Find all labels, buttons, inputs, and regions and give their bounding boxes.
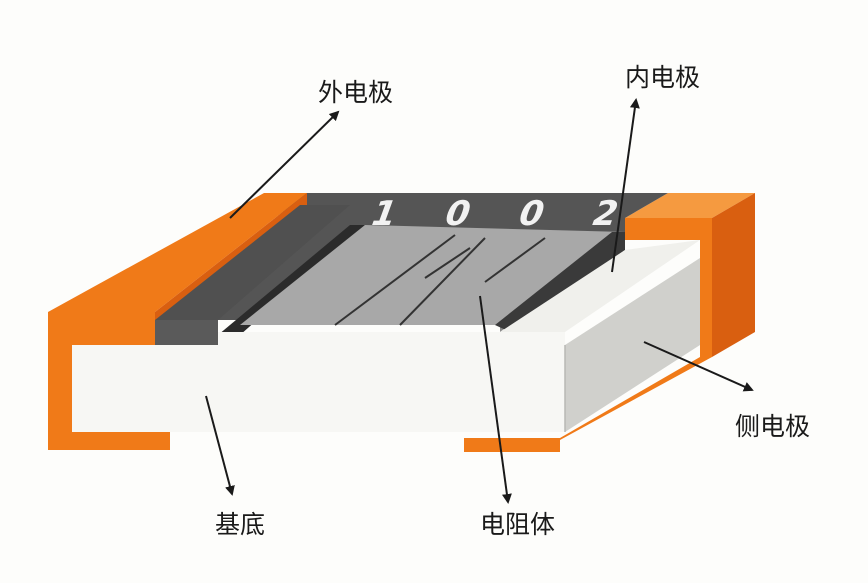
trim-line-3 (424, 247, 471, 279)
callout-arrows (205, 98, 754, 504)
arrow-substrate (205, 395, 235, 496)
outer-electrode-label: 外电极 (318, 78, 394, 107)
right-end-cap (464, 193, 755, 452)
substrate-label: 基底 (215, 510, 266, 539)
right-cap-top (625, 193, 755, 218)
left-cap-front (48, 312, 170, 450)
arrow-outer-electrode (229, 110, 340, 219)
left-top-band (155, 205, 350, 320)
trim-line-4 (484, 237, 546, 283)
resistor-body-label: 电阻体 (480, 510, 556, 539)
inner-electrode-label: 内电极 (625, 63, 701, 92)
inner-electrode-band (218, 225, 365, 335)
substrate-front (72, 345, 565, 432)
trim-line-2 (399, 237, 486, 326)
left-cap-top (48, 193, 307, 312)
trim-line-1 (334, 234, 456, 326)
arrow-side-electrode (643, 341, 754, 392)
right-cap-face (712, 193, 755, 357)
arrow-resistor-body (479, 295, 512, 504)
side-electrode-label: 侧电极 (735, 412, 811, 441)
substrate (72, 240, 700, 432)
inner-electrode-pad (495, 232, 625, 332)
substrate-side (565, 258, 700, 432)
arrow-inner-electrode (611, 98, 640, 273)
